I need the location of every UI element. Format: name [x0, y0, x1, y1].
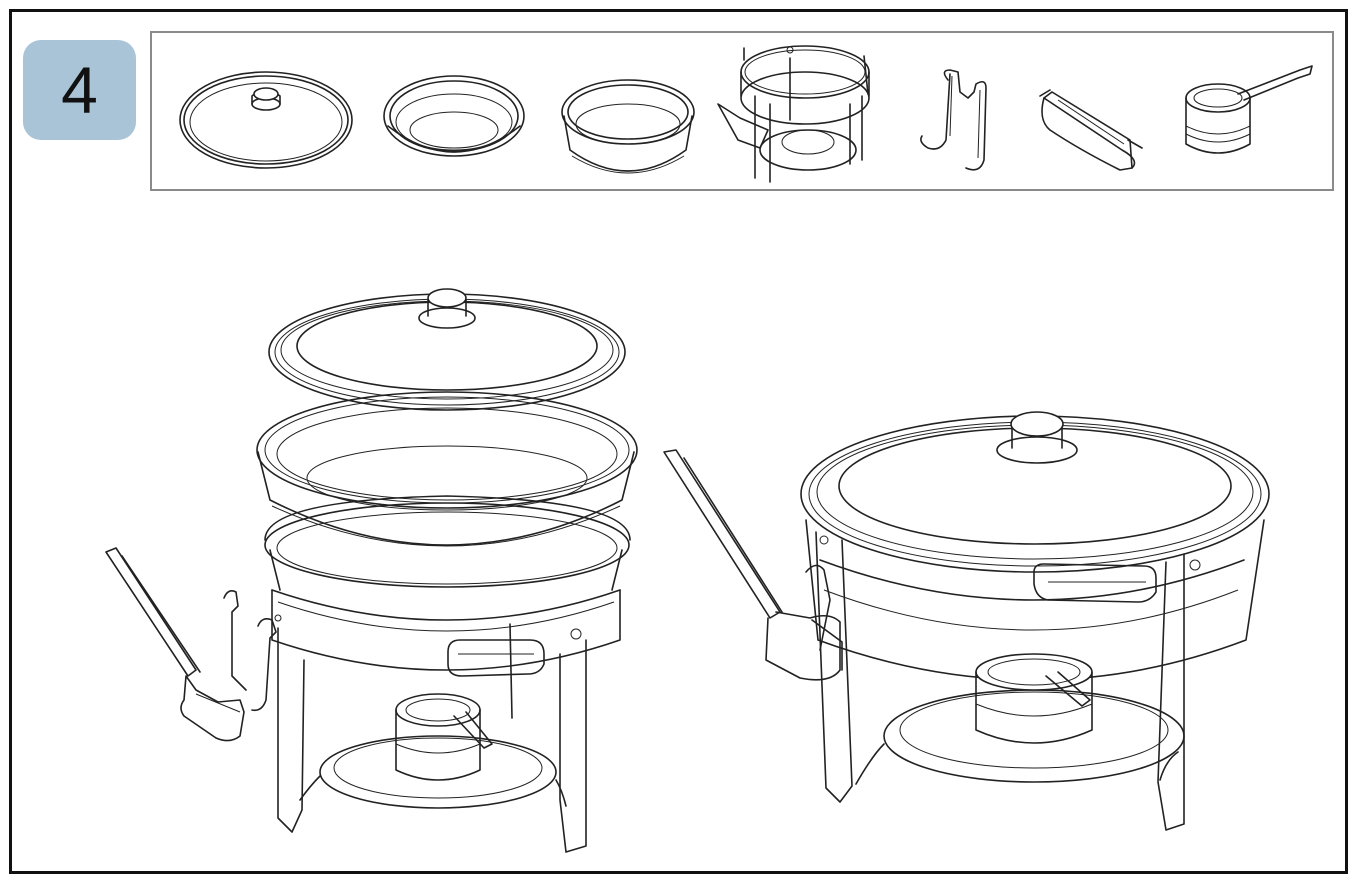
wire-holder-icon [920, 69, 987, 171]
assembled-chafer-view [663, 411, 1270, 831]
exploded-assembly-view [105, 288, 638, 853]
exploded-water-pan [264, 495, 631, 591]
exploded-fuel-holder [105, 547, 277, 742]
lid-icon [179, 71, 353, 169]
assembled-stand [815, 531, 1201, 831]
parts-strip [150, 31, 1334, 191]
fuel-canister-icon [1185, 65, 1313, 154]
fuel-holder-icon [1039, 89, 1143, 171]
assembled-lid [800, 411, 1270, 573]
step-number: 4 [61, 53, 98, 127]
exploded-food-pan [256, 391, 638, 547]
assembled-fuel-holder [663, 449, 843, 681]
exploded-stand [271, 589, 621, 853]
exploded-lid [268, 288, 626, 411]
water-pan-icon [561, 79, 695, 174]
step-number-badge: 4 [23, 40, 136, 140]
stand-frame-icon [717, 45, 870, 183]
food-pan-icon [383, 75, 525, 157]
